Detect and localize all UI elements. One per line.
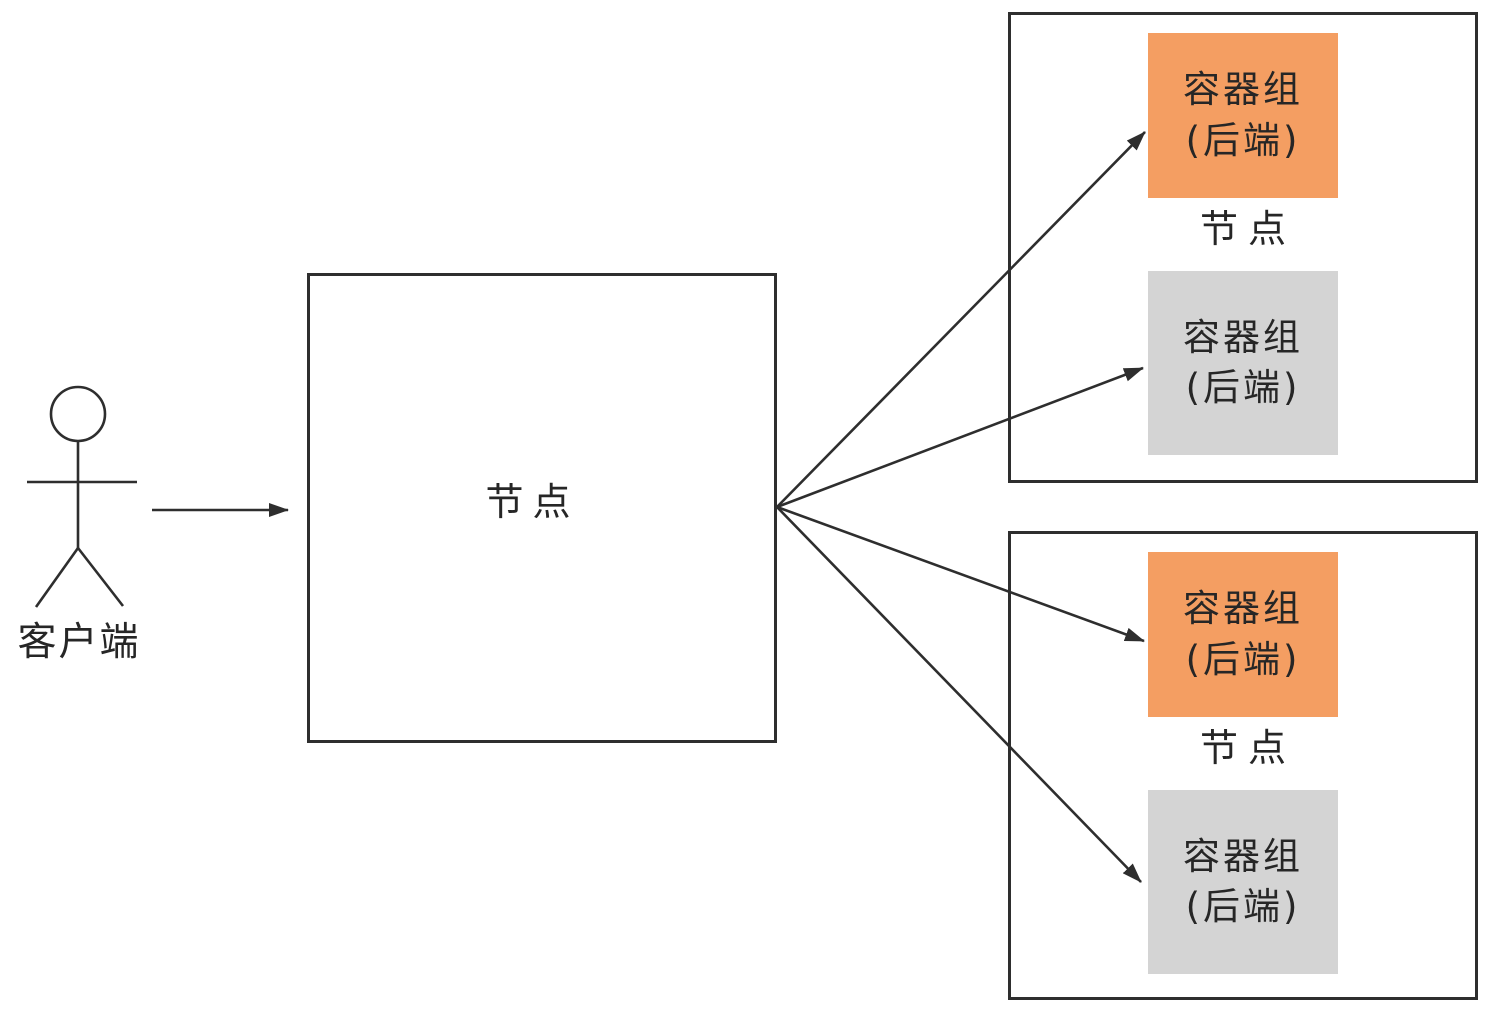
pod-label-line1: 容器组 [1183, 834, 1303, 878]
pod-label-line1: 容器组 [1183, 68, 1303, 112]
pod-backend-gray: 容器组 (后端) [1148, 271, 1338, 455]
pod-label-line2: (后端) [1185, 366, 1301, 409]
stick-figure-head [49, 385, 107, 443]
pod-label-line2: (后端) [1185, 637, 1301, 681]
client-stick-figure-icon [27, 385, 137, 608]
worker-node-box-1: 容器组 (后端) 节点 容器组 (后端) [1008, 12, 1478, 483]
worker-node-box-2: 容器组 (后端) 节点 容器组 (后端) [1008, 531, 1478, 1000]
pod-label-line1: 容器组 [1183, 587, 1303, 631]
worker-node-label: 节点 [1199, 726, 1296, 770]
pod-label-line2: (后端) [1185, 118, 1301, 162]
stick-figure-right-leg [76, 547, 125, 607]
load-balancer-node-label: 节点 [485, 479, 580, 524]
pod-label-line2: (后端) [1185, 885, 1301, 928]
stick-figure-left-leg [34, 547, 80, 608]
pod-backend-orange: 容器组 (后端) [1148, 552, 1338, 717]
load-balancer-node-box: 节点 [307, 273, 777, 743]
pod-backend-gray: 容器组 (后端) [1148, 790, 1338, 974]
pod-backend-orange: 容器组 (后端) [1148, 33, 1338, 198]
client-label: 客户端 [17, 620, 141, 665]
pod-label-line1: 容器组 [1183, 315, 1303, 359]
worker-node-label: 节点 [1199, 207, 1296, 251]
